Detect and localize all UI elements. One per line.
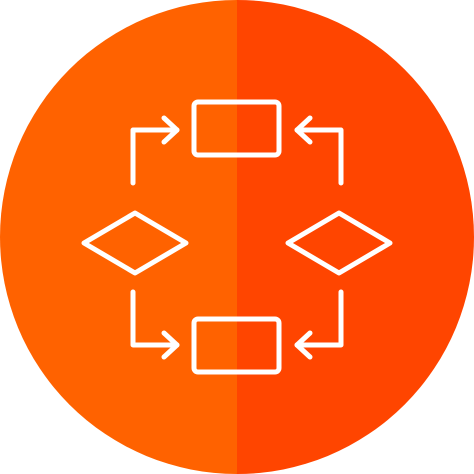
top-left-connector-arrow [130, 127, 180, 186]
bottom-process-box [191, 316, 282, 375]
circle-left-half [0, 0, 237, 474]
flowchart-line-art [81, 99, 393, 375]
bottom-left-connector-arrow [130, 289, 180, 348]
circle-right-half [237, 0, 474, 474]
top-left-arrowhead-icon [161, 115, 180, 145]
top-right-connector-arrow [294, 127, 344, 186]
bottom-right-arrowhead-icon [294, 330, 313, 360]
top-process-box [191, 99, 282, 158]
top-right-arrowhead-icon [294, 115, 313, 145]
left-decision-diamond [81, 210, 189, 276]
right-decision-diamond [285, 210, 393, 276]
bottom-right-connector-arrow [294, 289, 344, 348]
bottom-left-arrowhead-icon [161, 330, 180, 360]
